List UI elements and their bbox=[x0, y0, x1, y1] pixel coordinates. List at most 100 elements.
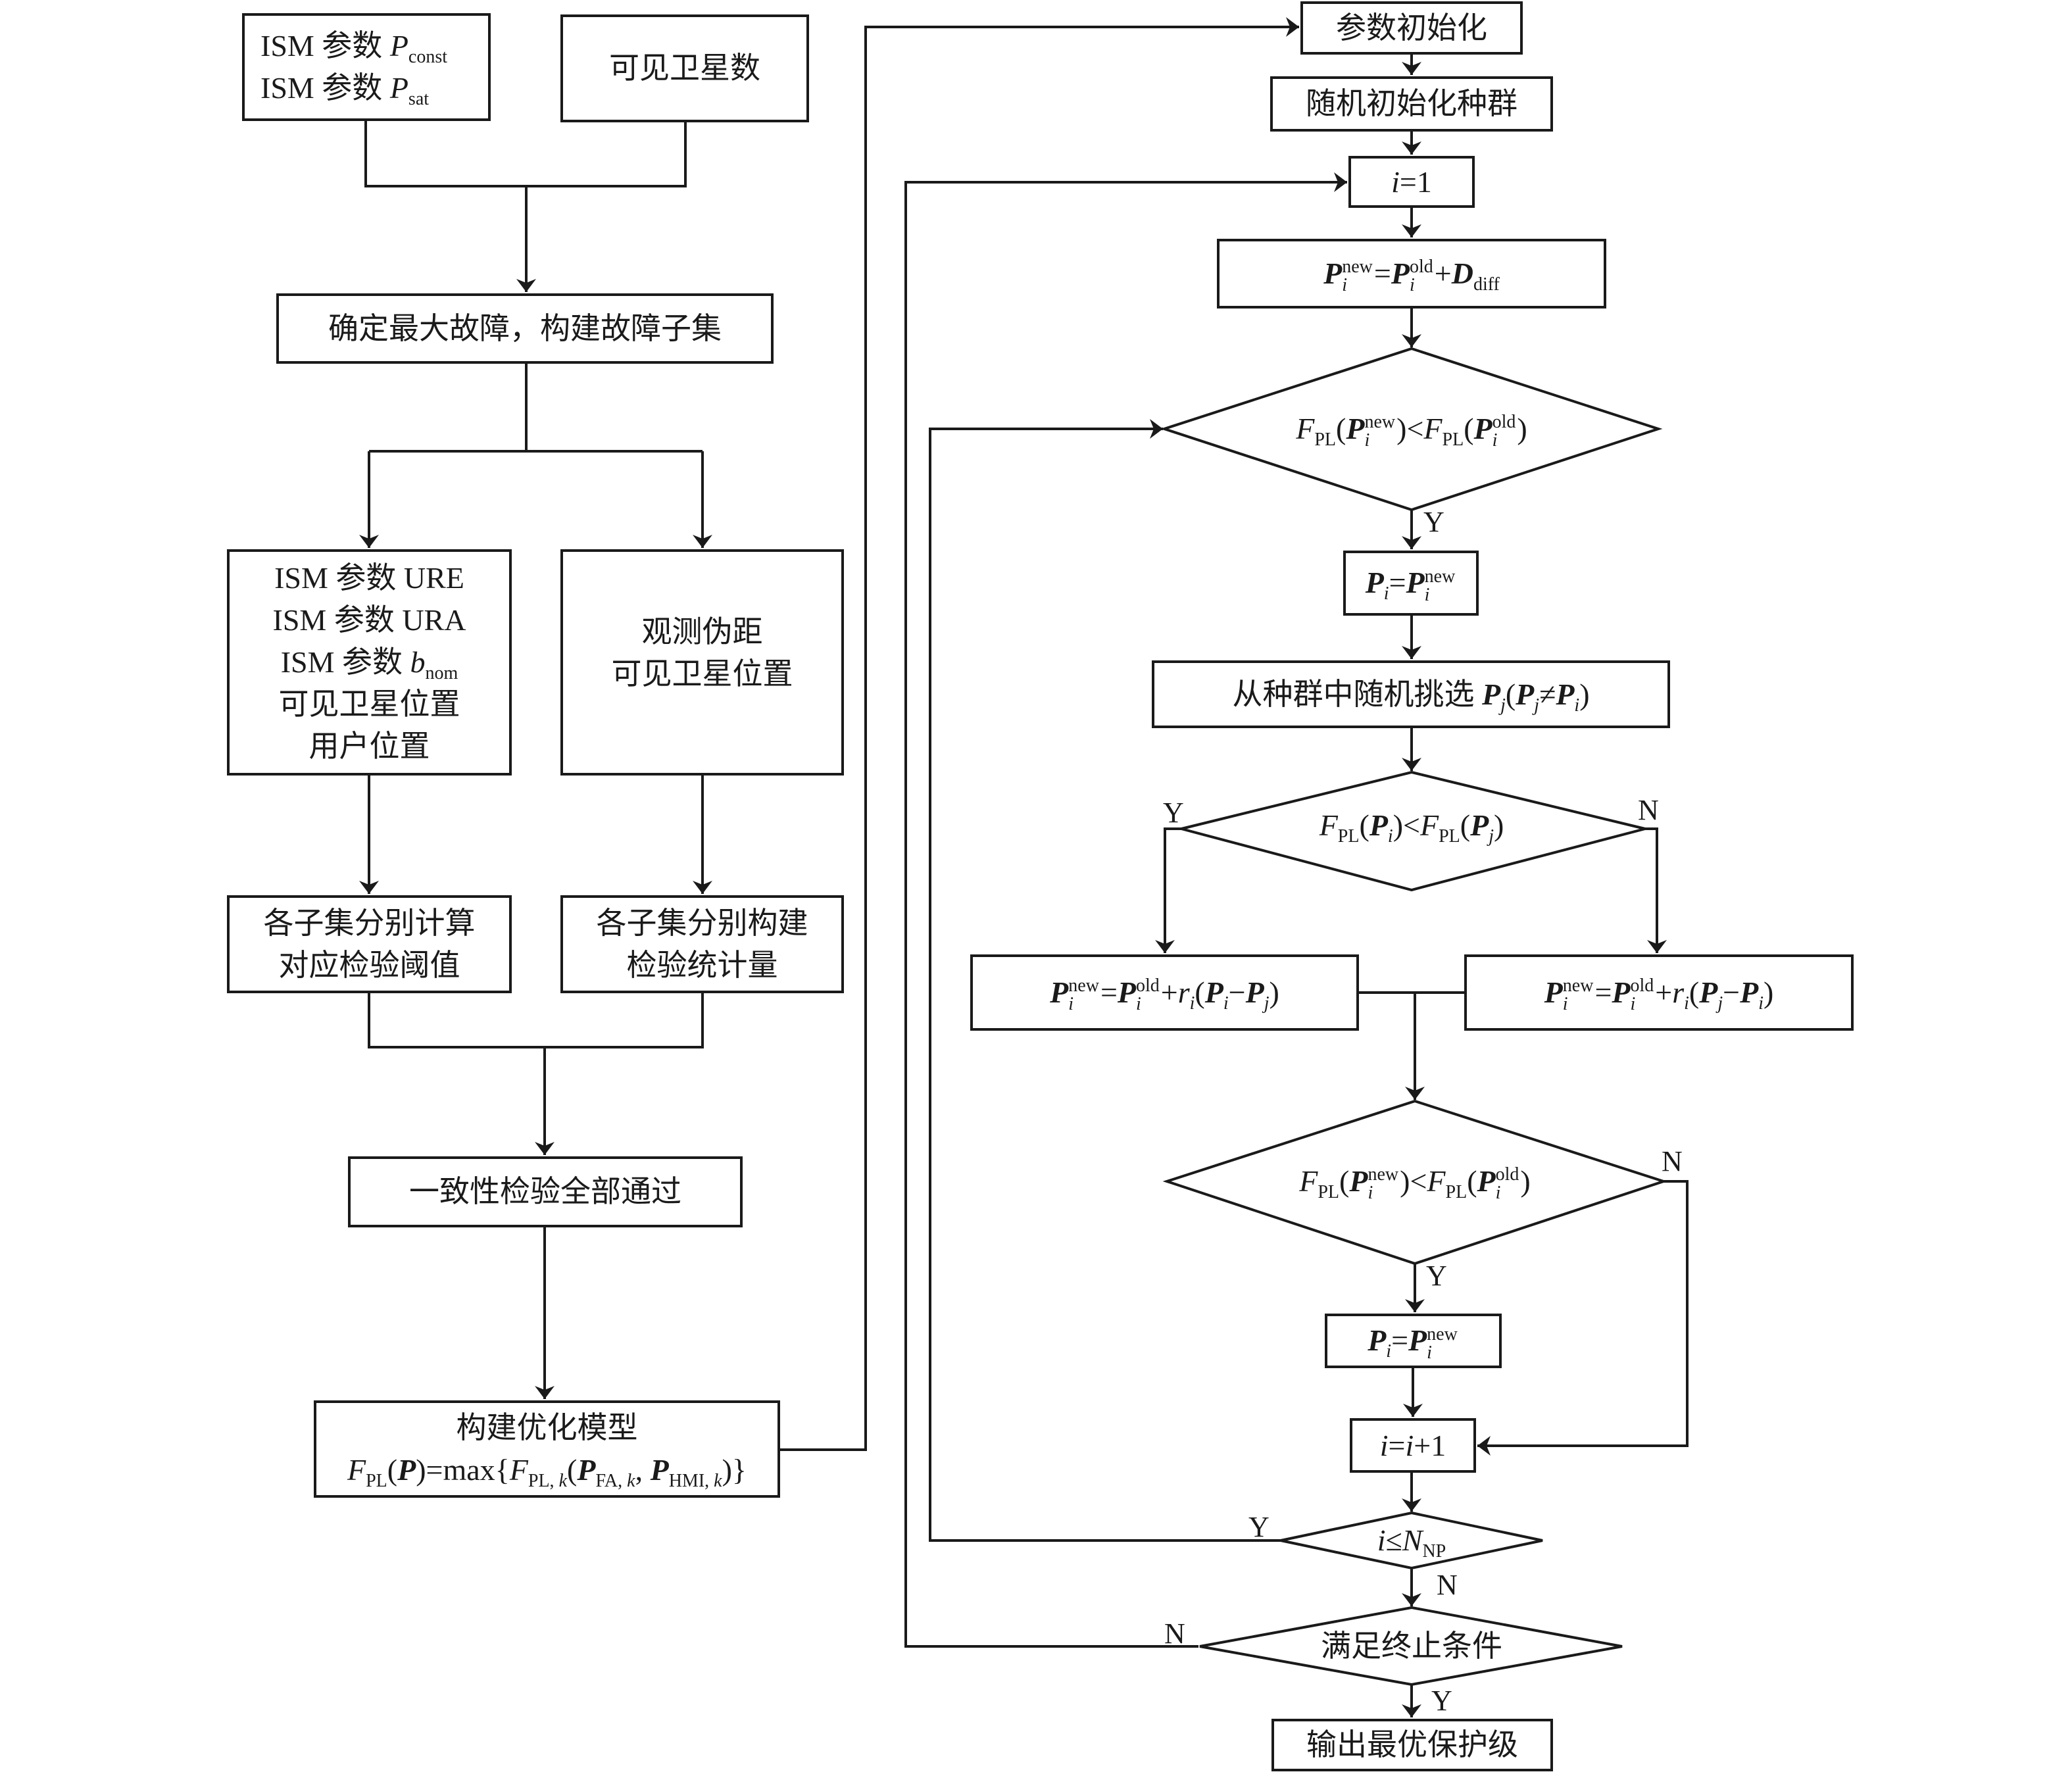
text-token: 观测伪距 bbox=[641, 615, 763, 649]
text-token: 构建优化模型 bbox=[456, 1411, 638, 1444]
text-token: i bbox=[1574, 695, 1580, 716]
text-token: PL bbox=[366, 1470, 387, 1491]
text-token: P bbox=[650, 1453, 669, 1487]
text-token: 对应检验阈值 bbox=[278, 948, 460, 982]
text-token: P bbox=[1117, 975, 1136, 1009]
text-token: PL bbox=[1445, 1181, 1468, 1202]
subscript: i bbox=[1427, 1342, 1432, 1363]
text-token: ( bbox=[1505, 677, 1516, 711]
connector-d3-no bbox=[1477, 1180, 1689, 1456]
text-token: i bbox=[1386, 1341, 1392, 1362]
text-token: i bbox=[1377, 1523, 1386, 1557]
text-token: ) bbox=[1520, 1164, 1531, 1198]
superscript: new bbox=[1068, 975, 1099, 997]
text-token: )< bbox=[1400, 1164, 1427, 1198]
text-token: , bbox=[635, 1453, 651, 1487]
superscript: new bbox=[1562, 975, 1594, 997]
subscript: i bbox=[1068, 994, 1074, 1015]
text-token: + bbox=[1434, 256, 1452, 290]
text-token: )< bbox=[1393, 808, 1420, 842]
superscript: new bbox=[1364, 412, 1396, 433]
superscript: new bbox=[1368, 1164, 1399, 1185]
d1-yes-label: Y bbox=[1423, 506, 1444, 538]
text-token: P bbox=[1612, 975, 1631, 1009]
text-token: P bbox=[389, 71, 408, 105]
text-line: 可见卫星数 bbox=[609, 47, 760, 89]
text-line: ISM 参数 Psat bbox=[260, 67, 429, 109]
text-token: 输出最优保护级 bbox=[1306, 1728, 1518, 1762]
text-token: F bbox=[347, 1453, 366, 1487]
random-population-box: 随机初始化种群 bbox=[1270, 76, 1553, 132]
text-token: i bbox=[1391, 164, 1400, 199]
text-token: 各子集分别构建 bbox=[596, 906, 808, 940]
superscript: old bbox=[1492, 412, 1516, 433]
text-token: PL bbox=[1442, 429, 1464, 450]
text-token: sat bbox=[408, 88, 430, 109]
text-token: P bbox=[1473, 411, 1492, 445]
text-token: P bbox=[1556, 677, 1575, 711]
increment-i-box: i=i+1 bbox=[1350, 1418, 1476, 1473]
decision-4-shape bbox=[1280, 1511, 1543, 1570]
text-token: )=max{ bbox=[416, 1453, 510, 1487]
text-token: 检验统计量 bbox=[626, 948, 778, 982]
decision-4-condition: i≤NNP bbox=[1326, 1521, 1497, 1560]
text-token: 一致性检验全部通过 bbox=[409, 1175, 681, 1208]
text-token: i bbox=[1379, 1428, 1389, 1462]
text-line: FPL(Pi)<FPL(Pj) bbox=[1320, 804, 1504, 847]
text-token: P bbox=[1470, 808, 1489, 842]
text-token: − bbox=[1723, 975, 1740, 1009]
connector-d5-no-loop bbox=[904, 172, 1347, 1648]
text-token: 可见卫星位置 bbox=[611, 657, 793, 691]
text-token: 各子集分别计算 bbox=[263, 906, 476, 940]
superscript: old bbox=[1409, 257, 1433, 278]
observation-inputs-box: 观测伪距可见卫星位置 bbox=[560, 549, 844, 776]
text-line: 各子集分别构建 bbox=[597, 902, 808, 945]
text-token: HMI, bbox=[668, 1470, 714, 1491]
decision-3-shape bbox=[1162, 1099, 1668, 1266]
text-line: 可见卫星位置 bbox=[612, 653, 793, 695]
text-token: i bbox=[1383, 583, 1389, 604]
text-token: ( bbox=[1464, 411, 1474, 445]
decision-1-shape bbox=[1160, 347, 1663, 512]
d4-yes-label: Y bbox=[1248, 1511, 1270, 1543]
text-token: ) bbox=[1517, 411, 1527, 445]
superscript: old bbox=[1136, 975, 1160, 997]
text-token: )} bbox=[722, 1453, 747, 1487]
subscript: i bbox=[1342, 275, 1348, 296]
text-token: = bbox=[1391, 1323, 1409, 1358]
connector-a-join bbox=[364, 120, 687, 187]
text-token: D bbox=[1451, 256, 1473, 290]
text-token: k bbox=[714, 1470, 722, 1491]
text-line: 对应检验阈值 bbox=[279, 945, 460, 987]
connector-join-2 bbox=[368, 993, 704, 1048]
pick-random-box: 从种群中随机挑选 Pj(Pj≠Pi) bbox=[1152, 660, 1670, 728]
consistency-check-box: 一致性检验全部通过 bbox=[348, 1156, 743, 1227]
text-token: ISM 参数 bbox=[280, 645, 410, 679]
text-token: − bbox=[1228, 975, 1246, 1009]
text-line: ISM 参数 URA bbox=[273, 599, 466, 641]
visible-satellite-count-box: 可见卫星数 bbox=[560, 14, 809, 122]
superscript: new bbox=[1424, 566, 1456, 587]
text-token: r bbox=[1177, 975, 1190, 1009]
subscript: i bbox=[1495, 1183, 1501, 1204]
text-line: 各子集分别计算 bbox=[264, 902, 476, 945]
text-token: PL, bbox=[528, 1470, 559, 1491]
d5-yes-label: Y bbox=[1431, 1685, 1452, 1717]
text-token: i bbox=[1405, 1428, 1414, 1462]
text-token: i bbox=[1758, 993, 1764, 1014]
text-line: 从种群中随机挑选 Pj(Pj≠Pi) bbox=[1232, 674, 1589, 716]
text-token: j bbox=[1500, 695, 1506, 716]
